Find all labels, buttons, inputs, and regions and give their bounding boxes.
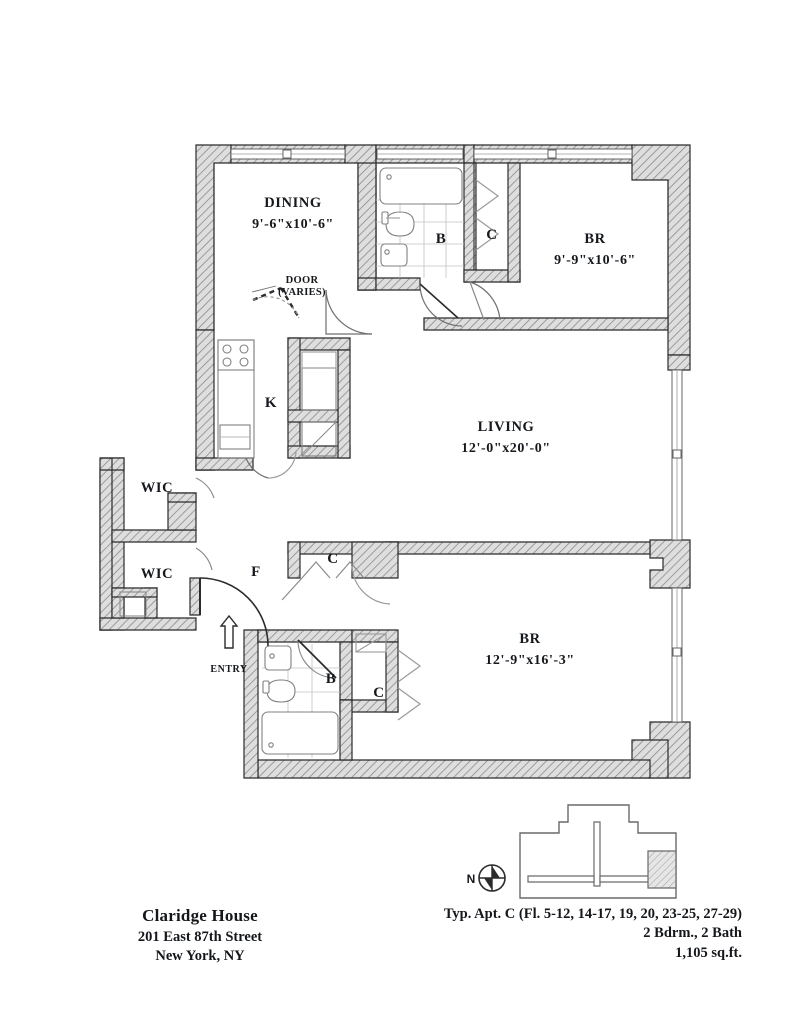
bathtub-south	[261, 711, 339, 755]
building-name: Claridge House	[142, 906, 258, 925]
range-kitchen	[217, 339, 255, 371]
apartment-info: Typ. Apt. C (Fl. 5-12, 14-17, 19, 20, 23…	[312, 905, 742, 963]
door-swings	[195, 179, 501, 721]
building-address: 201 East 87th Street	[137, 928, 263, 945]
room-dim-living: 12'-0"x20'-0"	[461, 441, 550, 456]
key-plan	[519, 804, 677, 899]
room-label-living: LIVING	[478, 419, 535, 435]
room-dim-dining: 9'-6"x10'-6"	[252, 217, 334, 232]
room-label-closet-north: C	[486, 227, 497, 243]
door-note-line2: (VARIES)	[278, 287, 326, 298]
room-dim-br-north: 9'-9"x10'-6"	[554, 253, 636, 268]
fixtures	[119, 167, 463, 755]
interior-partitions	[213, 162, 669, 330]
entry-label: ENTRY	[210, 664, 247, 675]
bedrooms-baths-line: 2 Bdrm., 2 Bath	[643, 925, 742, 942]
room-label-bath-north: B	[436, 231, 447, 247]
fridge-niche	[301, 367, 337, 411]
room-label-br-north: BR	[584, 231, 605, 247]
room-label-foyer: F	[251, 564, 261, 580]
toilet-south	[266, 679, 296, 703]
utility-closet	[301, 421, 337, 457]
room-dim-br-south: 12'-9"x16'-3"	[485, 653, 574, 668]
room-label-dining: DINING	[264, 195, 322, 211]
sink-north	[380, 243, 408, 267]
entry-arrow-icon	[219, 614, 239, 649]
building-info: Claridge House 201 East 87th Street New …	[60, 905, 340, 967]
door-note-leader	[251, 285, 277, 293]
room-label-br-south: BR	[519, 631, 540, 647]
wic-shelf	[119, 591, 147, 617]
sink-south	[264, 645, 292, 671]
compass-north-label: N	[467, 872, 476, 886]
key-plan-unit-highlight	[647, 850, 677, 889]
door-note-line1: DOOR	[286, 275, 319, 286]
room-label-kitchen: K	[265, 395, 277, 411]
room-labels: DINING 9'-6"x10'-6" BR 9'-9"x10'-6" LIVI…	[141, 195, 636, 701]
annotations: DOOR (VARIES) ENTRY	[210, 275, 326, 675]
square-feet-line: 1,105 sq.ft.	[675, 944, 742, 961]
apartment-type-line: Typ. Apt. C (Fl. 5-12, 14-17, 19, 20, 23…	[443, 906, 742, 922]
room-label-closet-south: C	[373, 685, 384, 701]
room-label-bath-south: B	[326, 671, 337, 687]
building-city: New York, NY	[155, 948, 245, 965]
caption-block: Claridge House 201 East 87th Street New …	[0, 905, 800, 995]
counter-kitchen	[217, 339, 255, 459]
closet-shelf-south	[355, 633, 387, 653]
bathtub-north	[379, 167, 463, 205]
room-label-wic-lower: WIC	[141, 566, 173, 582]
room-label-wic-upper: WIC	[141, 480, 173, 496]
room-label-closet-mid: C	[327, 551, 338, 567]
compass-rose: N	[467, 864, 506, 892]
window-openings	[230, 148, 683, 723]
toilet-north	[385, 211, 415, 237]
